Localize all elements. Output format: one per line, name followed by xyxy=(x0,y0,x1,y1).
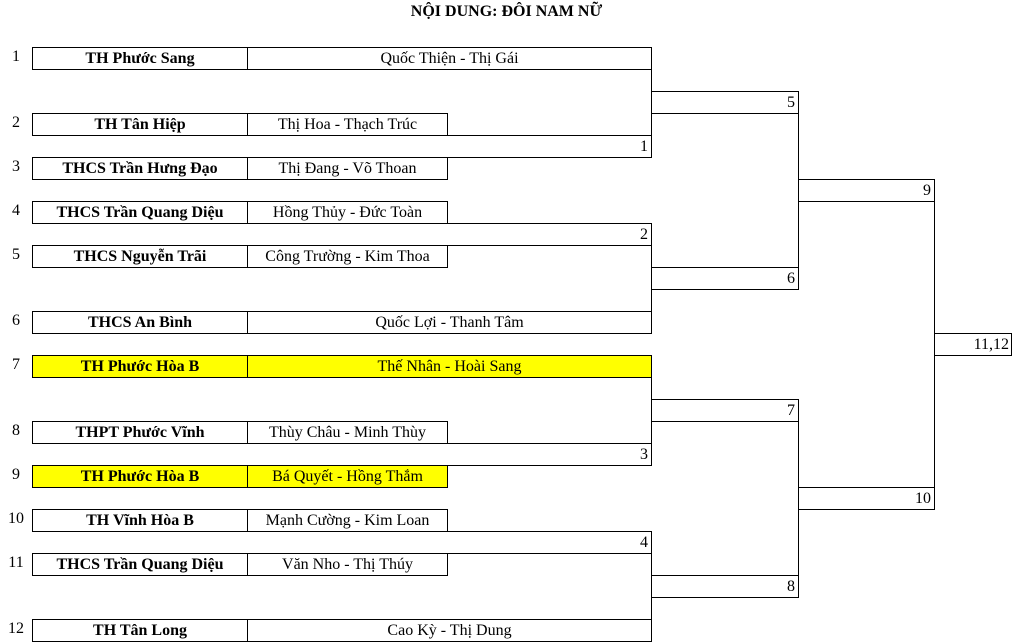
players-cell: Thùy Châu - Minh Thùy xyxy=(247,421,448,444)
page-title: NỘI DUNG: ĐÔI NAM NỮ xyxy=(410,3,603,20)
bracket-line xyxy=(447,245,652,246)
seed-number: 9 xyxy=(12,466,20,483)
bracket-line xyxy=(447,465,652,466)
bracket-line xyxy=(798,267,799,290)
bracket-line xyxy=(651,245,652,312)
bracket-line xyxy=(651,267,799,268)
bracket-line xyxy=(447,531,652,532)
match-label: 9 xyxy=(923,182,931,199)
bracket-line xyxy=(798,91,799,114)
bracket-line xyxy=(447,553,652,554)
match-label: 7 xyxy=(787,402,795,419)
bracket-line xyxy=(651,399,799,400)
bracket-line xyxy=(934,201,935,488)
match-label: 6 xyxy=(787,270,795,287)
match-label: 10 xyxy=(915,490,931,507)
bracket-line xyxy=(447,443,652,444)
players-cell: Văn Nho - Thị Thúy xyxy=(247,553,448,576)
school-cell: THCS Trần Quang Diệu xyxy=(32,553,248,576)
bracket-line xyxy=(651,113,799,114)
seed-number: 11 xyxy=(8,554,24,571)
bracket-line xyxy=(798,399,799,422)
players-cell: Thị Đang - Võ Thoan xyxy=(247,157,448,180)
bracket-line xyxy=(934,333,1012,334)
school-cell: THCS An Bình xyxy=(32,311,248,334)
school-cell-highlighted: TH Phước Hòa B xyxy=(32,465,248,488)
school-cell: THPT Phước Vĩnh xyxy=(32,421,248,444)
match-label: 1 xyxy=(640,138,648,155)
seed-number: 12 xyxy=(8,620,24,637)
bracket-line xyxy=(798,575,799,598)
final-match-label: 11,12 xyxy=(973,336,1009,353)
bracket-line xyxy=(651,597,799,598)
players-cell: Quốc Thiện - Thị Gái xyxy=(247,47,652,70)
school-cell: THCS Trần Quang Diệu xyxy=(32,201,248,224)
players-cell: Mạnh Cường - Kim Loan xyxy=(247,509,448,532)
school-cell: THCS Nguyễn Trãi xyxy=(32,245,248,268)
players-cell: Quốc Lợi - Thanh Tâm xyxy=(247,311,652,334)
bracket-line xyxy=(798,113,799,268)
bracket-line xyxy=(934,487,935,510)
bracket-line xyxy=(651,377,652,444)
school-cell: THCS Trần Hưng Đạo xyxy=(32,157,248,180)
school-cell: TH Tân Long xyxy=(32,619,248,642)
bracket-line xyxy=(934,179,935,202)
seed-number: 8 xyxy=(12,422,20,439)
bracket-line xyxy=(798,201,935,202)
match-label: 2 xyxy=(640,226,648,243)
bracket-line xyxy=(798,421,799,576)
seed-number: 3 xyxy=(12,158,20,175)
school-cell: TH Vĩnh Hòa B xyxy=(32,509,248,532)
match-label: 4 xyxy=(640,534,648,551)
bracket-line xyxy=(651,531,652,554)
seed-number: 2 xyxy=(12,114,20,131)
bracket-line xyxy=(651,575,799,576)
bracket-line xyxy=(447,223,652,224)
bracket-line xyxy=(651,421,799,422)
match-label: 5 xyxy=(787,94,795,111)
seed-number: 4 xyxy=(12,202,20,219)
seed-number: 1 xyxy=(12,48,20,65)
players-cell: Công Trường - Kim Thoa xyxy=(247,245,448,268)
bracket-line xyxy=(651,289,799,290)
school-cell: TH Phước Sang xyxy=(32,47,248,70)
school-cell-highlighted: TH Phước Hòa B xyxy=(32,355,248,378)
bracket-line xyxy=(651,135,652,158)
players-cell: Cao Kỳ - Thị Dung xyxy=(247,619,652,642)
bracket-line xyxy=(651,91,799,92)
bracket-line xyxy=(651,223,652,246)
bracket-line xyxy=(798,487,935,488)
bracket-line xyxy=(651,443,652,466)
seed-number: 7 xyxy=(12,356,20,373)
players-cell: Hồng Thủy - Đức Toàn xyxy=(247,201,448,224)
seed-number: 10 xyxy=(8,510,24,527)
players-cell-highlighted: Bá Quyết - Hồng Thắm xyxy=(247,465,448,488)
players-cell: Thị Hoa - Thạch Trúc xyxy=(247,113,448,136)
bracket-line xyxy=(447,135,652,136)
match-label: 3 xyxy=(640,446,648,463)
bracket-line xyxy=(651,553,652,620)
seed-number: 5 xyxy=(12,246,20,263)
school-cell: TH Tân Hiệp xyxy=(32,113,248,136)
match-label: 8 xyxy=(787,578,795,595)
bracket-line xyxy=(447,157,652,158)
bracket-line xyxy=(798,509,935,510)
bracket-line xyxy=(934,355,1012,356)
players-cell-highlighted: Thế Nhân - Hoài Sang xyxy=(247,355,652,378)
bracket-line xyxy=(651,69,652,136)
bracket-line xyxy=(1011,333,1012,356)
bracket-line xyxy=(798,179,935,180)
seed-number: 6 xyxy=(12,312,20,329)
